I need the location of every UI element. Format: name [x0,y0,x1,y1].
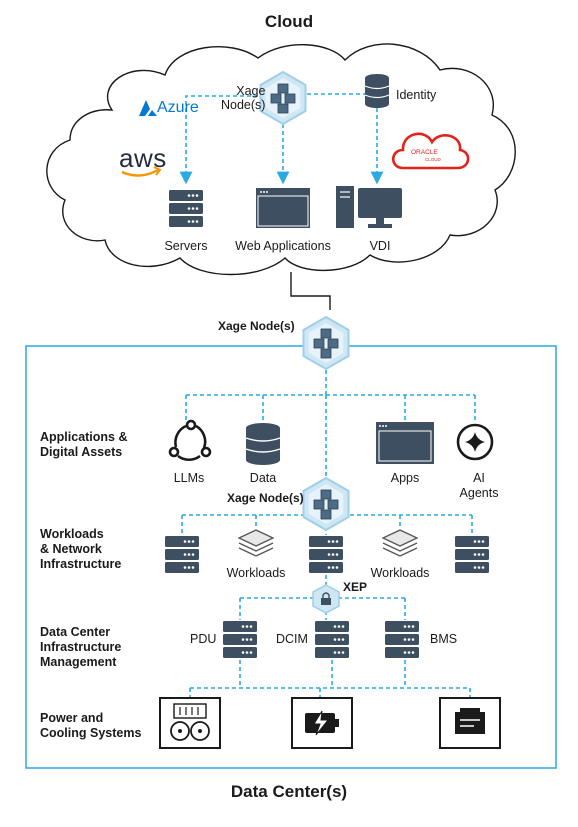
power-battery-icon [291,697,353,749]
xep-lock-icon [312,584,340,614]
llms-label: LLMs [173,471,205,485]
workloads-1-label: Workloads [226,566,286,580]
aws-logo-icon [121,168,159,177]
web-applications-icon [255,187,311,229]
pdu-label: PDU [190,632,217,646]
cloud-servers-icon [169,190,203,227]
generator-icon [439,697,501,749]
ai-agents-icon [456,423,494,461]
vdi-label: VDI [369,239,391,253]
dc-xage-node-mid-label: Xage Node(s) [227,491,304,505]
dcim-server-icon [315,621,349,658]
cooling-fans-icon [159,697,221,749]
apps-label: Apps [390,471,420,485]
llms-icon [168,419,212,461]
servers-label: Servers [164,239,208,253]
row-label-workloads: Workloads & Network Infrastructure [40,527,122,571]
bms-server-icon [385,621,419,658]
data-label: Data [249,471,277,485]
identity-label: Identity [396,88,437,102]
pdu-server-icon [223,621,257,658]
web-applications-label: Web Applications [235,239,331,253]
data-db-icon [245,423,281,465]
oracle-label: ORACLE [411,149,438,156]
oracle-cloud-logo-icon [391,132,470,170]
azure-logo-icon [139,100,157,116]
ai-agents-label: AI Agents [459,471,499,500]
bms-label: BMS [430,632,458,646]
workloads-2-label: Workloads [370,566,430,580]
workload-server-3-icon [455,536,489,573]
dcim-label: DCIM [276,632,308,646]
datacenter-box [25,345,557,769]
row-label-power: Power and Cooling Systems [40,711,142,740]
xep-label: XEP [343,580,368,594]
dc-xage-node-top-icon [302,316,350,370]
dc-xage-node-mid-icon [302,477,350,531]
workload-server-2-icon [309,536,343,573]
identity-db-icon [364,74,390,108]
dc-xage-node-top-label: Xage Node(s) [218,319,295,333]
apps-icon [376,422,434,464]
workloads-2-icon [382,529,418,557]
azure-label: Azure [157,99,199,116]
row-label-dcim: Data Center Infrastructure Management [40,625,122,669]
workload-server-1-icon [165,536,199,573]
cloud-dc-link [290,272,331,310]
datacenter-title: Data Center(s) [230,782,348,801]
row-label-applications: Applications & Digital Assets [40,430,128,459]
cloud-title: Cloud [264,12,314,31]
cloud-xage-node-label: Xage Node(s) [221,84,266,112]
aws-label: aws [119,143,167,173]
vdi-icon [336,186,402,228]
oracle-sub-label: CLOUD [425,157,441,162]
workloads-1-icon [238,529,274,557]
